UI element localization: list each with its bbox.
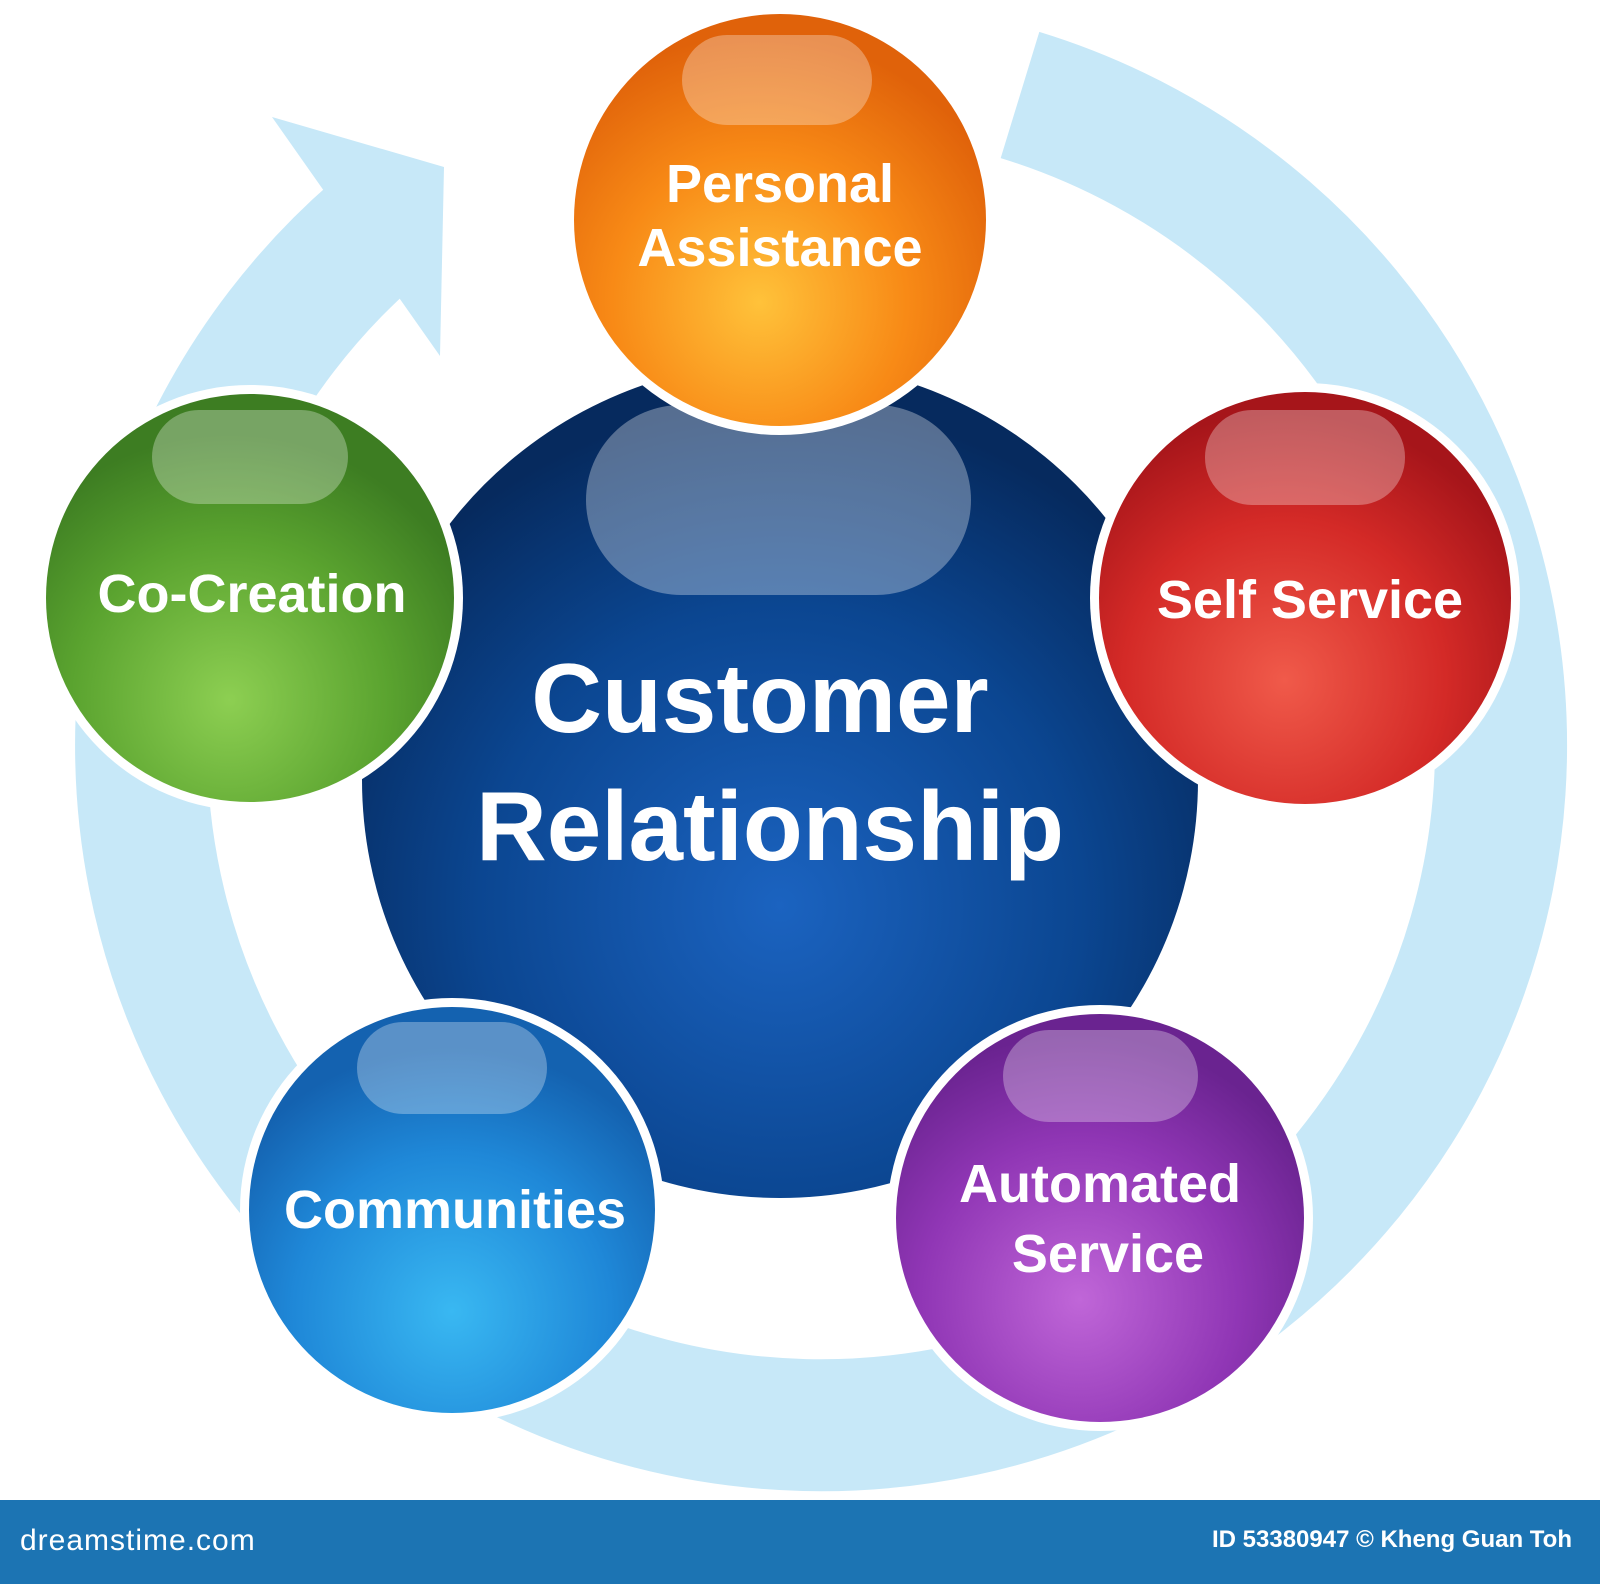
center-sphere: Customer Relationship <box>355 355 1205 1205</box>
center-title-line2: Relationship <box>476 771 1064 881</box>
node-label-line2: Service <box>1012 1224 1204 1284</box>
node-label-line1: Communities <box>284 1180 626 1240</box>
watermark-footer: dreamstime.com ID 53380947 © Kheng Guan … <box>0 1500 1600 1584</box>
node-label-line1: Co-Creation <box>98 564 407 624</box>
center-highlight <box>586 405 971 595</box>
node-label-line1: Automated <box>959 1154 1241 1214</box>
node-automated-service: Automated Service <box>887 1005 1313 1431</box>
footer-credit: ID 53380947 © Kheng Guan Toh <box>1212 1526 1572 1553</box>
node-highlight <box>152 410 348 504</box>
cycle-arrowhead <box>272 117 444 356</box>
node-label-line2: Assistance <box>637 218 922 278</box>
footer-site[interactable]: dreamstime.com <box>20 1524 256 1557</box>
node-label-line1: Self Service <box>1157 570 1463 630</box>
node-communities: Communities <box>240 998 664 1422</box>
node-personal-assistance: Personal Assistance <box>565 5 995 435</box>
node-highlight <box>357 1022 547 1114</box>
node-label-line1: Personal <box>666 154 894 214</box>
node-highlight <box>1205 410 1405 505</box>
node-highlight <box>682 35 872 125</box>
node-self-service: Self Service <box>1090 383 1520 813</box>
node-highlight <box>1003 1030 1198 1122</box>
center-title-line1: Customer <box>531 643 988 753</box>
node-co-creation: Co-Creation <box>37 385 463 811</box>
customer-relationship-diagram: Customer Relationship Personal Assistanc… <box>37 5 1568 1492</box>
